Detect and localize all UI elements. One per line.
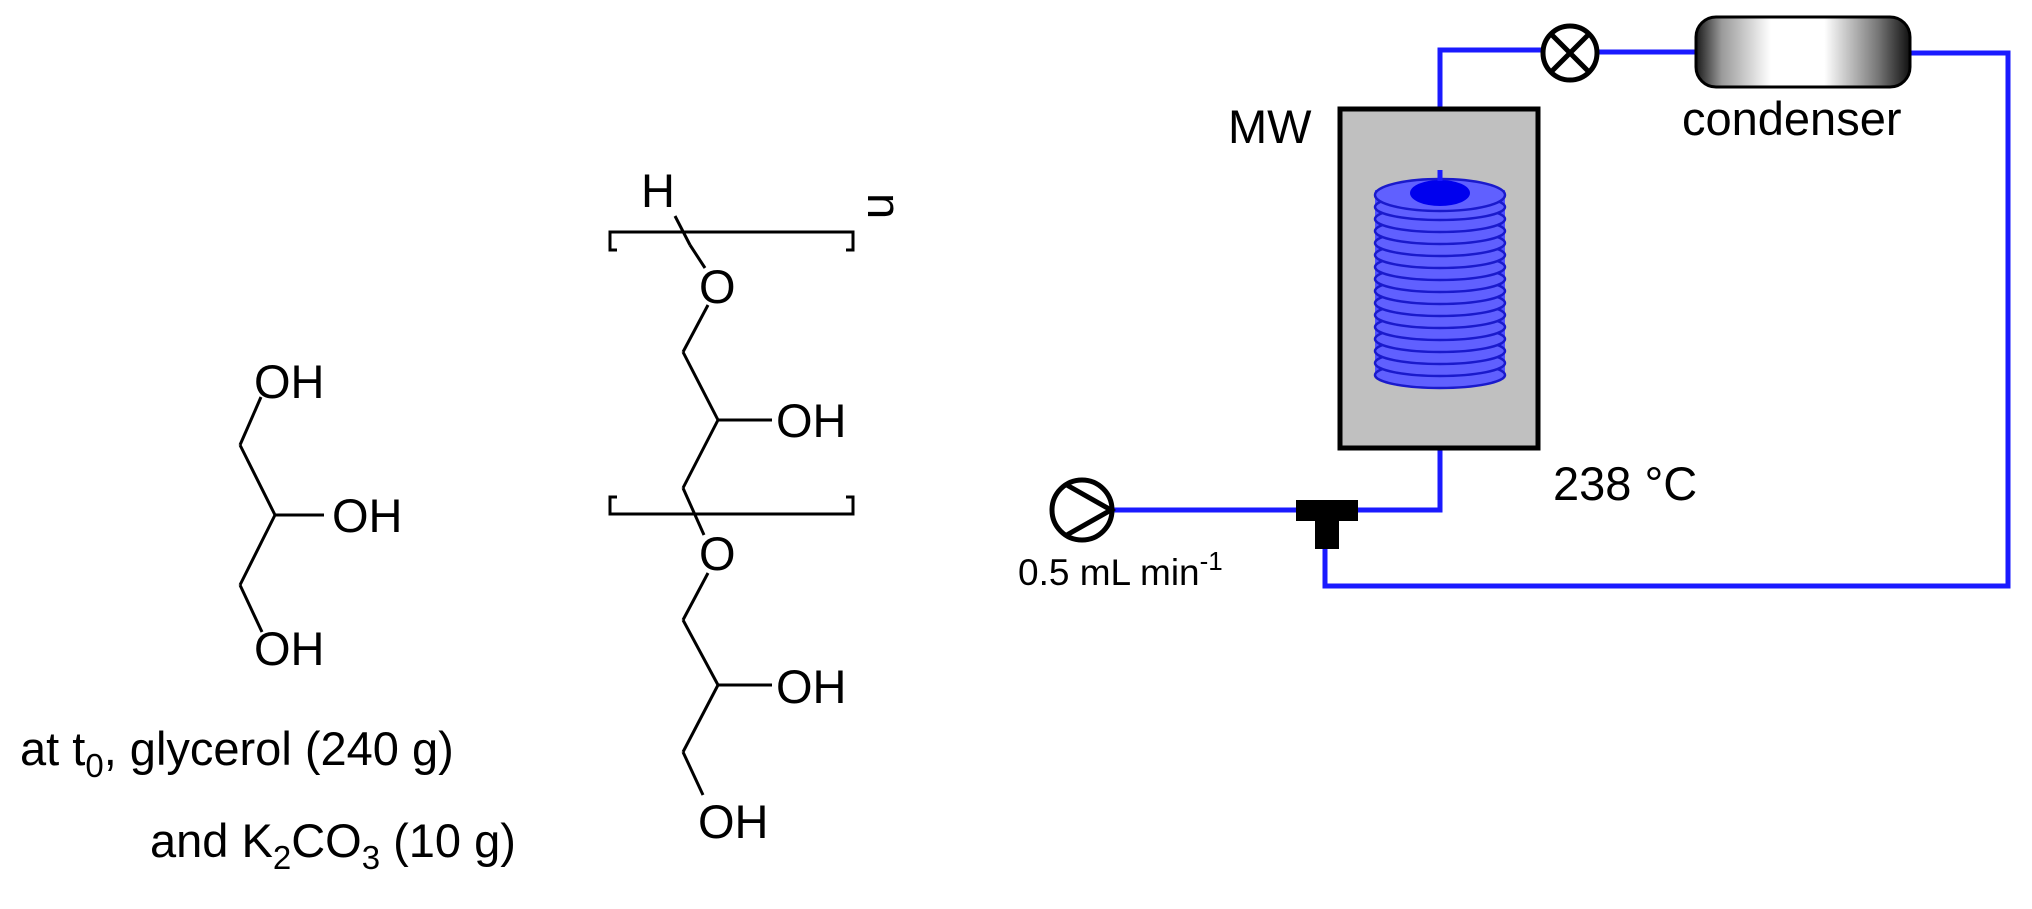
flow-rate-label: 0.5 mL min-1 (1018, 546, 1223, 593)
pump-icon (1049, 477, 1117, 543)
reactor-temperature: 238 °C (1553, 457, 1697, 510)
glycerol-structure (238, 396, 324, 633)
polyglycerol-oxygen-1: O (699, 260, 736, 313)
condenser-icon (1694, 15, 1912, 89)
polyglycerol-oxygen-2: O (699, 527, 736, 580)
polyglycerol-structure (608, 215, 855, 796)
condenser-label: condenser (1682, 92, 1902, 145)
polyglycerol-oh-end: OH (698, 795, 769, 848)
caption-line-2: and K2CO3 (10 g) (150, 814, 516, 876)
t-mixer-icon (1296, 500, 1358, 549)
valve-icon (1540, 23, 1600, 83)
polyglycerol-oh-2: OH (776, 660, 847, 713)
polyglycerol-repeat-n: n (858, 193, 911, 219)
glycerol-oh-top: OH (254, 355, 325, 408)
polyglycerol-h-end: H (641, 164, 675, 217)
polyglycerol-oh-1: OH (776, 394, 847, 447)
glycerol-oh-bottom: OH (254, 622, 325, 675)
glycerol-oh-middle: OH (332, 489, 403, 542)
caption-line-1: at t0, glycerol (240 g) (20, 722, 454, 784)
coil-reactor-icon (1373, 170, 1507, 390)
reactor-label-mw: MW (1228, 100, 1312, 153)
